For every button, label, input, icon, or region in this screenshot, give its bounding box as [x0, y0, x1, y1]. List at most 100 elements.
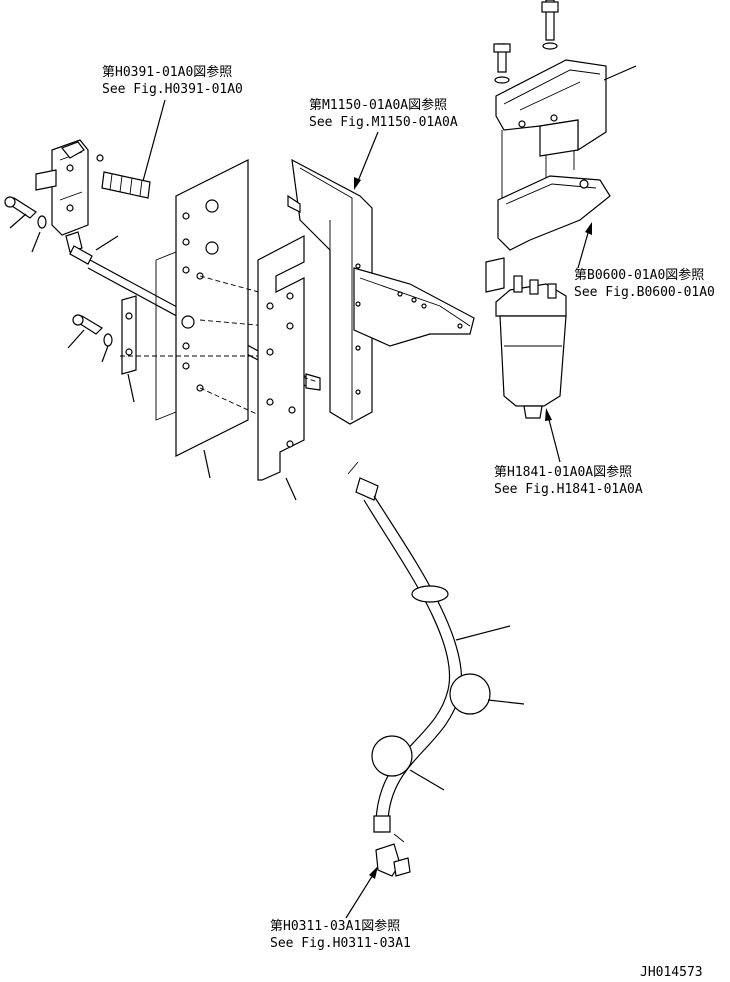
top-bolt-head: [541, 1, 559, 13]
frame-tab: [287, 194, 301, 213]
plate-hole-2: [205, 199, 219, 213]
pipe-fitting-thread: [109, 173, 143, 197]
valve-bottom-fitting: [65, 231, 83, 253]
plate-hole-1: [182, 212, 190, 220]
filter-head-bracket: [497, 175, 611, 251]
gusset-hole-2: [411, 297, 417, 303]
ref-h0391-en: See Fig.H0391-01A0: [102, 82, 243, 97]
frame-hole-4: [355, 389, 361, 395]
washer-mid-callout: [101, 345, 109, 363]
filter-head-hole: [579, 179, 589, 189]
cover-hole-3: [286, 322, 294, 330]
bolt-left-head: [4, 196, 16, 208]
frame-hole-1: [355, 263, 361, 269]
filter-drain: [523, 405, 543, 419]
ref-m1150-leader: [355, 131, 379, 187]
plate-hole-8: [182, 342, 190, 350]
bolt-mid-callout: [67, 329, 85, 349]
ref-h0391-jp: 第H0391-01A0図参照: [102, 64, 232, 80]
small-washer: [96, 154, 104, 162]
valve-assembly: [4, 139, 151, 265]
bracket-strip: [121, 295, 137, 375]
bracket-strip-hole-2: [125, 348, 133, 356]
cover-hole-2: [266, 302, 274, 310]
valve-port-1: [66, 164, 74, 172]
hose-clamp: [411, 585, 449, 603]
filter-head-port-1: [513, 275, 523, 293]
ref-h0311-arrowhead: [369, 866, 378, 879]
hose-bottom-fitting: [373, 815, 391, 833]
bracket-block: [539, 119, 579, 157]
cover-hole-6: [288, 406, 296, 414]
plate-hole-5: [182, 266, 190, 274]
hose-bottom-mark: [393, 833, 405, 843]
cover-hole-1: [286, 292, 294, 300]
hose-top-mark: [347, 461, 359, 475]
gusset-hole-4: [457, 323, 463, 329]
plate-hole-7: [181, 315, 195, 329]
grommet-lower-callout: [409, 769, 445, 791]
plate-hole-9: [182, 362, 190, 370]
top-bolt-washer: [542, 42, 558, 50]
frame-bracket: [287, 158, 475, 425]
second-bolt-head: [493, 43, 511, 53]
ref-h0311-jp: 第H0311-03A1図参照: [270, 918, 400, 934]
washer-left-callout: [31, 231, 41, 253]
valve-elbow-top: [61, 141, 85, 159]
large-plate: [155, 159, 249, 479]
ref-h1841-en: See Fig.H1841-01A0A: [494, 482, 643, 497]
bracket-hole-2: [550, 114, 558, 122]
filter-head-port-3: [547, 283, 557, 299]
gusset-hole-3: [421, 303, 427, 309]
ref-h1841-arrowhead: [545, 408, 552, 421]
plate-hole-3: [182, 238, 190, 246]
mounting-bracket-callout: [603, 65, 637, 81]
hose-top-fitting: [355, 477, 379, 501]
frame-post-edges: [299, 167, 353, 420]
hose: [347, 461, 525, 877]
bracket-strip-hole-1: [125, 312, 133, 320]
grommet-upper-callout: [487, 699, 525, 705]
mounting-bracket-edges: [503, 69, 601, 111]
ref-m1150-jp: 第M1150-01A0A図参照: [309, 97, 447, 113]
ref-b0600-arrowhead: [585, 222, 592, 235]
filter-head-port-2: [529, 279, 539, 295]
frame-gusset-edge: [359, 277, 471, 327]
hose-connector: [69, 245, 93, 265]
frame-gusset: [353, 267, 475, 347]
ref-h0391-leader: [139, 99, 166, 193]
ref-b0600-en: See Fig.B0600-01A0: [574, 285, 715, 300]
drawing-number: JH014573: [640, 965, 703, 980]
filter-canister: [499, 315, 567, 407]
ref-h0311: 第H0311-03A1図参照 See Fig.H0311-03A1: [270, 866, 411, 951]
large-plate-body: [175, 159, 249, 457]
valve-side-fitting: [35, 169, 57, 191]
cover-plate: [257, 235, 305, 501]
pipe-fitting: [101, 171, 151, 199]
valve-port-2: [66, 204, 74, 212]
large-plate-back-edge: [155, 251, 177, 421]
washer-mid: [103, 333, 113, 347]
grommet-upper: [449, 673, 491, 715]
filter-assembly: [485, 0, 637, 419]
bolt-mid-head: [72, 314, 84, 326]
sensor-connector: [485, 257, 505, 293]
hose-connector-callout: [95, 235, 119, 251]
cover-hole-7: [286, 440, 294, 448]
cover-hole-5: [266, 398, 274, 406]
frame-hole-2: [355, 301, 361, 307]
elbow-fitting-end: [393, 857, 411, 877]
tube-end-fitting: [305, 373, 321, 391]
ref-h0311-en: See Fig.H0311-03A1: [270, 936, 411, 951]
ref-m1150-en: See Fig.M1150-01A0A: [309, 115, 458, 130]
bolt-left-callout: [9, 213, 27, 229]
second-bolt-washer: [494, 76, 510, 84]
ref-h1841-jp: 第H1841-01A0A図参照: [494, 464, 632, 480]
large-plate-callout: [203, 449, 211, 479]
washer-left: [37, 215, 47, 229]
bracket-hole-1: [518, 120, 526, 128]
ref-h1841: 第H1841-01A0A図参照 See Fig.H1841-01A0A: [494, 408, 643, 497]
ref-b0600-jp: 第B0600-01A0図参照: [574, 267, 704, 283]
bracket-strip-assembly: [67, 295, 137, 403]
